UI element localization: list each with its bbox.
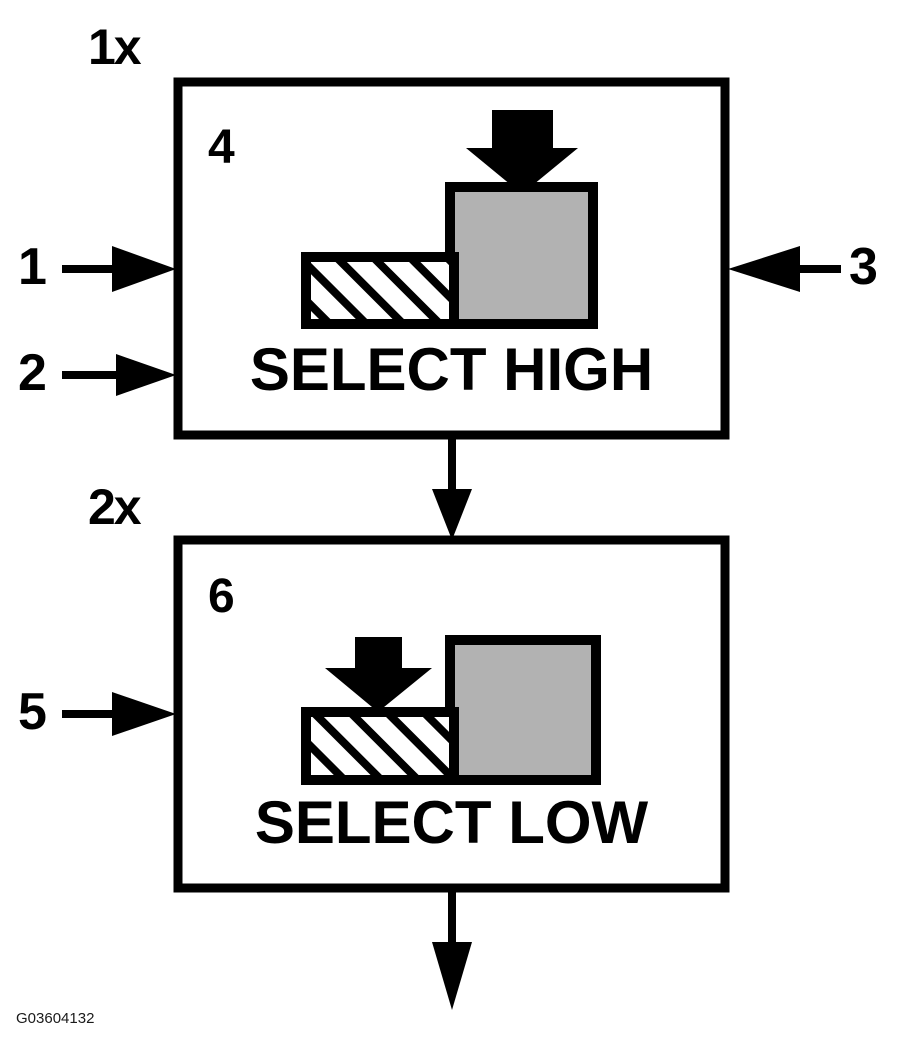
step-2-index-number: 6 — [208, 570, 235, 623]
flow-arrow-step1-to-step2 — [432, 435, 472, 540]
callout-number-1: 1 — [18, 238, 47, 296]
step-1-index-number: 4 — [208, 121, 235, 174]
step-2-solid-block — [445, 635, 601, 785]
multiplier-label-2x: 2x — [88, 479, 142, 535]
step-1-caption: SELECT HIGH — [249, 336, 654, 403]
flow-arrow-step2-out — [432, 888, 472, 1010]
step-1-press-arrow-icon — [466, 110, 578, 194]
callout-number-3: 3 — [849, 238, 878, 296]
step-2-hatched-block — [301, 707, 459, 785]
step-2-caption: SELECT LOW — [254, 789, 649, 856]
figure-id-label: G03604132 — [16, 1010, 95, 1027]
multiplier-label-1x: 1x — [88, 19, 142, 75]
callout-1-arrow — [62, 246, 176, 292]
callout-5-arrow — [62, 692, 176, 736]
callout-2-arrow — [62, 354, 176, 396]
callout-number-5: 5 — [18, 683, 47, 741]
step-2-press-arrow-icon — [325, 637, 432, 712]
step-2-panel — [173, 535, 730, 893]
callout-3-arrow — [728, 246, 841, 292]
step-1-solid-block — [445, 182, 598, 329]
step-1-hatched-block — [301, 252, 459, 329]
callout-number-2: 2 — [18, 344, 47, 402]
